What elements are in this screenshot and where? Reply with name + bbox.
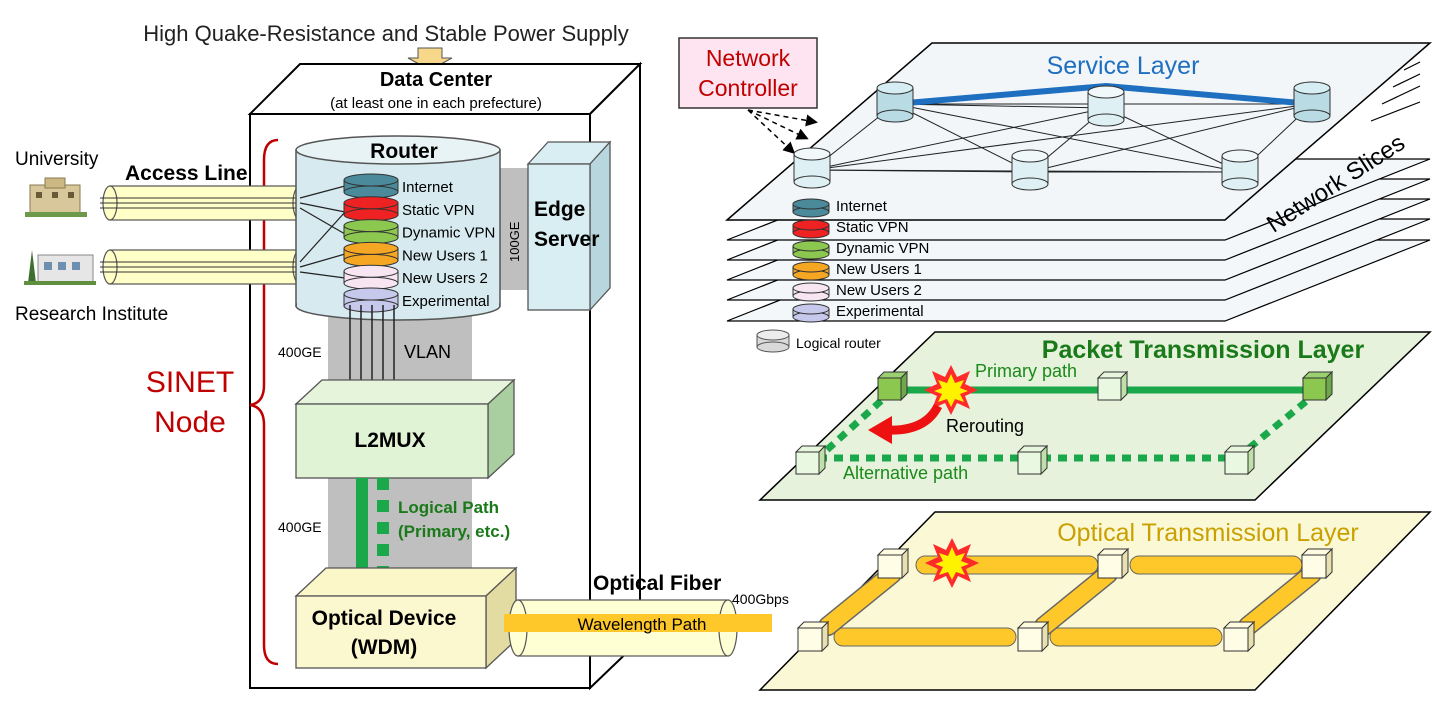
service-legend-label: New Users 1 bbox=[836, 261, 922, 278]
primary-path-label: Primary path bbox=[975, 361, 1077, 381]
router-slice-1: Static VPN bbox=[343, 196, 475, 222]
logical-router-node bbox=[1011, 149, 1049, 191]
router-slice-label: New Users 2 bbox=[402, 270, 488, 287]
service-legend-label: Static VPN bbox=[836, 219, 909, 236]
service-legend-label: Dynamic VPN bbox=[836, 240, 929, 257]
sinet-node-brace bbox=[249, 138, 279, 666]
router-slice-5: Experimental bbox=[343, 287, 490, 313]
service-legend-label: New Users 2 bbox=[836, 282, 922, 299]
logical-router-node bbox=[793, 147, 831, 189]
router-title: Router bbox=[370, 140, 438, 163]
service-legend-label: Internet bbox=[836, 198, 888, 215]
university-building-icon bbox=[25, 177, 87, 217]
l2mux-box bbox=[294, 378, 516, 480]
logical-path-label-line1: Logical Path bbox=[398, 498, 499, 517]
edge-server-line1: Edge bbox=[534, 198, 585, 221]
access-line-university bbox=[100, 185, 308, 221]
wavelength-path-bar bbox=[504, 614, 772, 632]
router-slice-label: New Users 1 bbox=[402, 247, 488, 264]
packet-failure-burst-icon bbox=[924, 365, 978, 415]
logical-router-node bbox=[1221, 149, 1259, 191]
rerouting-arrow bbox=[885, 403, 943, 435]
logical-router-node bbox=[876, 81, 914, 123]
router-l2mux-rate: 400GE bbox=[278, 344, 322, 360]
service-layer-title: Service Layer bbox=[1047, 52, 1200, 80]
university-label: University bbox=[15, 149, 99, 170]
l2mux-label: L2MUX bbox=[354, 429, 425, 452]
access-line-label: Access Line bbox=[125, 162, 248, 185]
alternative-path-label: Alternative path bbox=[843, 463, 968, 483]
service-legend-item: New Users 2 bbox=[792, 282, 922, 302]
optical-device-line1: Optical Device bbox=[312, 607, 457, 630]
optical-device-line2: (WDM) bbox=[351, 636, 417, 659]
edge-server-box bbox=[526, 140, 612, 312]
rerouting-label: Rerouting bbox=[946, 416, 1024, 436]
network-controller-line2: Controller bbox=[698, 75, 798, 101]
slice-edge-ticks bbox=[1370, 61, 1421, 122]
optical-fiber-label: Optical Fiber bbox=[593, 572, 721, 595]
packet-node-icons bbox=[794, 370, 1334, 476]
controller-arrows bbox=[747, 109, 818, 155]
sinet-node-label-line2: Node bbox=[154, 406, 226, 439]
optical-node-icons bbox=[796, 547, 1334, 653]
router-slice-2: Dynamic VPN bbox=[343, 219, 495, 245]
router-slice-0: Internet bbox=[343, 173, 454, 199]
optical-rate-label: 400Gbps bbox=[732, 591, 789, 607]
service-legend-label: Experimental bbox=[836, 303, 924, 320]
access-wires bbox=[299, 185, 346, 279]
router-slice-label: Internet bbox=[402, 179, 454, 196]
l2mux-optical-link bbox=[328, 478, 472, 568]
service-legend-item: Experimental bbox=[792, 303, 924, 323]
network-controller-box bbox=[678, 37, 818, 109]
l2mux-optical-rate: 400GE bbox=[278, 519, 322, 535]
optical-failure-burst-icon bbox=[925, 538, 979, 588]
service-legend-item: Dynamic VPN bbox=[792, 240, 929, 260]
wavelength-path-label: Wavelength Path bbox=[578, 615, 707, 634]
router-slice-3: New Users 1 bbox=[343, 241, 488, 267]
network-controller-line1: Network bbox=[706, 45, 791, 71]
packet-layer-title: Packet Transmission Layer bbox=[1042, 336, 1365, 364]
access-line-research bbox=[100, 249, 308, 285]
router-l2mux-link bbox=[328, 312, 472, 380]
edge-server-line2: Server bbox=[534, 228, 599, 251]
service-legend-item: Internet bbox=[792, 198, 888, 218]
research-building-icon bbox=[24, 250, 96, 285]
router-slice-label: Dynamic VPN bbox=[402, 225, 495, 242]
router-slice-label: Static VPN bbox=[402, 202, 475, 219]
logical-router-node bbox=[1293, 81, 1331, 123]
rerouting-arrowhead-icon bbox=[868, 416, 892, 444]
service-router-nodes bbox=[793, 81, 1331, 191]
router-slice-label: Experimental bbox=[402, 293, 490, 310]
top-caption: High Quake-Resistance and Stable Power S… bbox=[143, 21, 629, 46]
optical-fiber-segments bbox=[818, 555, 1322, 647]
research-institute-label: Research Institute bbox=[15, 304, 168, 325]
packet-layer-plane bbox=[758, 331, 1432, 501]
vlan-label: VLAN bbox=[404, 342, 451, 362]
service-legend-item: Static VPN bbox=[792, 219, 909, 239]
logical-router-node bbox=[1087, 85, 1125, 127]
edge-server-link-rate: 100GE bbox=[507, 221, 522, 262]
logical-router-legend-label: Logical router bbox=[796, 335, 881, 351]
service-legend-item: New Users 1 bbox=[792, 261, 922, 281]
data-center-title: Data Center bbox=[380, 69, 492, 91]
edge-server-link bbox=[498, 168, 532, 290]
logical-router-legend-icon bbox=[756, 329, 790, 353]
sinet-node-label-line1: SINET bbox=[146, 366, 234, 399]
optical-device-box bbox=[294, 566, 518, 670]
optical-layer-title: Optical Transmission Layer bbox=[1057, 519, 1359, 547]
logical-path-label-line2: (Primary, etc.) bbox=[398, 522, 510, 541]
data-center-subtitle: (at least one in each prefecture) bbox=[330, 95, 542, 112]
